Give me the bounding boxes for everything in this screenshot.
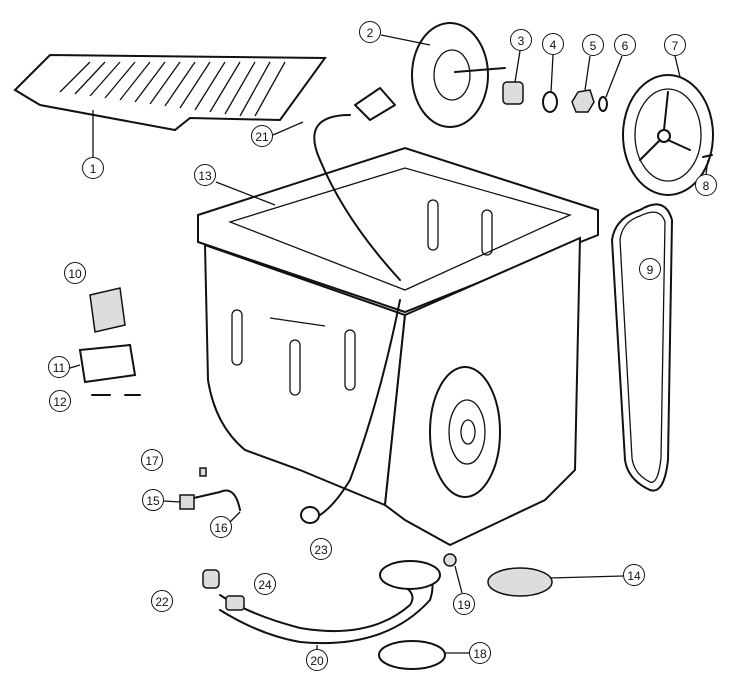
part-callout-3: 3 (510, 29, 532, 51)
drain-hose-part (202, 560, 441, 649)
clamp-part (378, 640, 446, 670)
part-callout-12: 12 (49, 390, 71, 412)
part-callout-9: 9 (639, 258, 661, 280)
part-callout-20: 20 (306, 649, 328, 671)
tub-part (197, 146, 599, 547)
part-callout-8: 8 (695, 174, 717, 196)
drive-pulley-part (380, 22, 506, 128)
part-callout-15: 15 (142, 489, 164, 511)
hose-clip-parts (163, 467, 241, 523)
part-callout-1: 1 (82, 157, 104, 179)
part-callout-22: 22 (151, 590, 173, 612)
part-callout-13: 13 (194, 164, 216, 186)
part-callout-19: 19 (453, 593, 475, 615)
part-callout-14: 14 (623, 564, 645, 586)
part-callout-6: 6 (614, 34, 636, 56)
part-callout-2: 2 (359, 21, 381, 43)
part-callout-18: 18 (469, 642, 491, 664)
part-callout-5: 5 (582, 34, 604, 56)
part-callout-4: 4 (542, 33, 564, 55)
lid-part (13, 53, 327, 157)
part-callout-24: 24 (254, 573, 276, 595)
hose-clamp-part (300, 506, 320, 524)
part-callout-11: 11 (48, 356, 70, 378)
hardware-parts (502, 50, 623, 113)
side-parts (69, 287, 141, 396)
part-callout-23: 23 (310, 538, 332, 560)
part-callout-21: 21 (251, 125, 273, 147)
filter-cap-part (487, 567, 553, 597)
drain-plug-part (443, 553, 457, 567)
part-callout-17: 17 (141, 449, 163, 471)
wheel-pulley-part (622, 55, 714, 196)
part-callout-10: 10 (64, 262, 86, 284)
drive-belt-part (611, 203, 673, 492)
part-callout-7: 7 (664, 34, 686, 56)
part-callout-16: 16 (210, 516, 232, 538)
fill-hose-part (272, 87, 401, 516)
